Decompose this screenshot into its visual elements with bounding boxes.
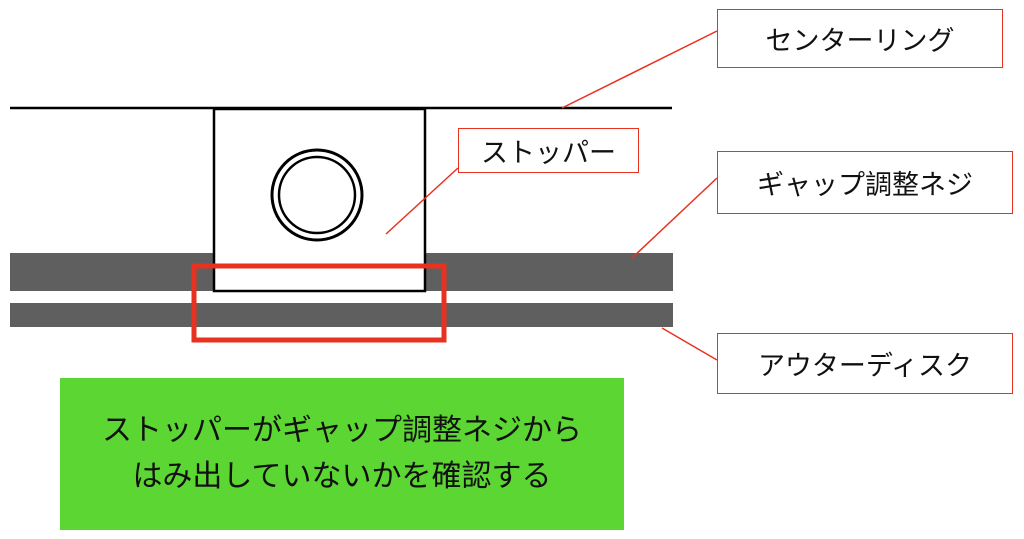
label-stopper: ストッパー [458,128,639,173]
label-centering-text: センターリング [765,26,955,57]
leader-stopper [385,167,459,235]
label-gap-screw-text: ギャップ調整ネジ [757,170,973,201]
instruction-line-2: はみ出していないかを確認する [132,459,552,494]
label-centering: センターリング [717,9,1003,68]
leader-gap-screw [631,177,718,259]
outer-disk-bar [10,303,673,327]
label-gap-screw: ギャップ調整ネジ [717,151,1013,214]
label-stopper-text: ストッパー [481,138,616,169]
check-highlight-box [191,263,447,343]
instruction-line-1: ストッパーがギャップ調整ネジから [102,413,582,448]
label-outer-disk-text: アウターディスク [757,351,973,382]
screw-inner-circle [277,155,357,235]
leader-outer-disk [661,327,718,361]
label-outer-disk: アウターディスク [717,333,1013,394]
instruction-note: ストッパーがギャップ調整ネジから はみ出していないかを確認する [60,378,624,530]
leader-centering [561,30,718,109]
